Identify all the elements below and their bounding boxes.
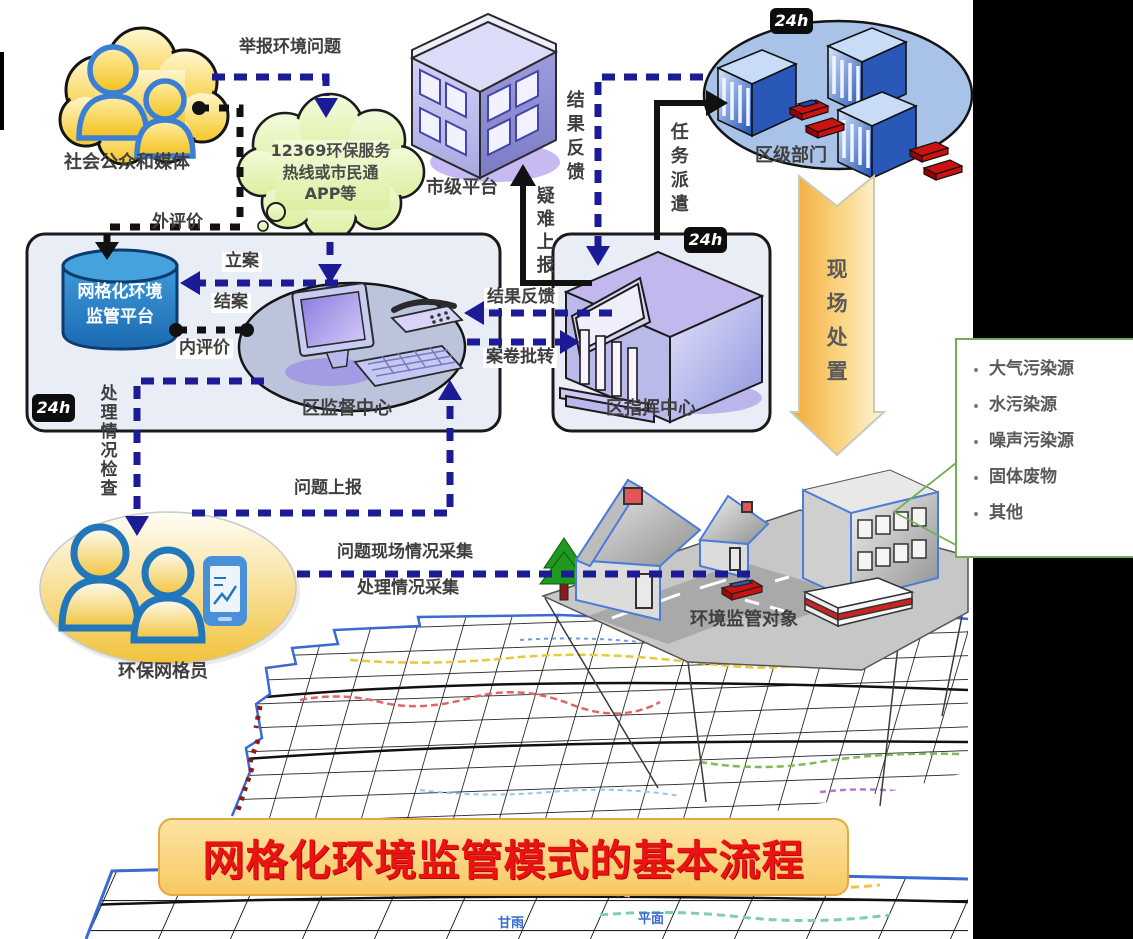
page-title: 网格化环境监管模式的基本流程 <box>202 835 805 885</box>
grid-worker-group <box>39 511 300 668</box>
flow-case-transfer <box>467 330 580 354</box>
site-disposal-label: 现场处置 <box>824 258 849 394</box>
office-building-icon <box>801 469 940 602</box>
list-item: 大气污染源 <box>989 354 1133 379</box>
flow-report-problem <box>212 73 338 118</box>
public-cloud-icon <box>58 26 230 166</box>
left-black-sliver <box>0 52 4 130</box>
site-disposal-arrow <box>788 173 887 457</box>
bank-building-icon <box>716 27 919 180</box>
supervision-objects-scene <box>539 469 969 671</box>
flow-handling-check <box>125 377 264 536</box>
people-icon <box>76 44 196 159</box>
mobile-app-icon <box>203 556 247 626</box>
hotline-cloud-label: 12369环保服务 热线或市民通 APP等 <box>270 141 391 204</box>
flow-case-filing <box>180 271 338 295</box>
case-transfer-label: 案卷批转 <box>483 347 557 368</box>
supervision-center-label: 区监督中心 <box>302 398 392 419</box>
callout-lines <box>893 462 957 546</box>
flow-task-dispatch <box>654 90 728 240</box>
command-center-label: 区指挥中心 <box>606 398 696 419</box>
result-feedback-top-label: 结果反馈 <box>563 90 585 186</box>
external-eval-label: 外评价 <box>152 212 203 232</box>
internal-eval-label: 内评价 <box>176 338 233 359</box>
command-center-box <box>551 232 772 433</box>
command-24h-badge: 24h <box>684 227 727 253</box>
case-closing-label: 结案 <box>211 292 251 313</box>
city-platform-building-icon <box>409 12 560 182</box>
result-feedback-mid-label: 结果反馈 <box>484 287 558 308</box>
grid-platform-label: 网格化环境 监管平台 <box>77 282 163 327</box>
supervision-24h-badge: 24h <box>32 394 75 422</box>
flow-hotline-down <box>318 242 342 284</box>
flow-problem-report <box>192 380 462 517</box>
site-collection-label: 问题现场情况采集 <box>337 542 473 562</box>
grid-worker-label: 环保网格员 <box>118 661 208 682</box>
flow-difficult-report <box>510 164 592 286</box>
house-icon <box>574 478 702 622</box>
handling-collection-label: 处理情况采集 <box>357 578 459 598</box>
flow-result-feedback-mid <box>464 301 612 325</box>
flow-report-problem-label: 举报环境问题 <box>239 37 341 57</box>
computer-icon <box>291 282 464 387</box>
flow-internal-eval <box>169 323 254 337</box>
map-label: 甘雨 <box>498 916 525 931</box>
flow-result-feedback-top <box>586 73 703 266</box>
red-cars-icon <box>788 99 964 181</box>
shop-icon <box>802 577 915 628</box>
map-projection-lines <box>544 597 963 807</box>
hotline-cloud-icon <box>236 92 426 242</box>
command-building-icon <box>559 250 765 424</box>
supervision-objects-label: 环境监管对象 <box>690 609 798 630</box>
pollution-sources-list: 大气污染源 水污染源 噪声污染源 固体废物 其他 <box>967 354 1133 523</box>
map-label: 平面 <box>638 912 665 927</box>
title-banner: 网格化环境监管模式的基本流程 <box>158 818 849 896</box>
public-label: 社会公众和媒体 <box>64 152 190 173</box>
district-departments-group <box>702 19 974 181</box>
district-departments-label: 区级部门 <box>755 145 827 166</box>
list-item: 水污染源 <box>989 390 1133 415</box>
district-24h-badge: 24h <box>770 8 813 34</box>
problem-report-label: 问题上报 <box>291 478 365 499</box>
worker-people-icon <box>58 523 206 644</box>
task-dispatch-label: 任务派遣 <box>667 122 689 218</box>
pollution-sources-box: 大气污染源 水污染源 噪声污染源 固体废物 其他 <box>955 338 1133 558</box>
supervision-center-ellipse <box>237 281 467 413</box>
difficult-report-label: 疑难上报 <box>533 186 555 278</box>
handling-check-label: 处理情况检查 <box>96 384 117 498</box>
telephone-icon <box>390 298 464 333</box>
case-filing-label: 立案 <box>222 251 262 272</box>
small-house-icon <box>698 494 770 580</box>
list-item: 固体废物 <box>989 462 1133 487</box>
list-item: 噪声污染源 <box>989 426 1133 451</box>
car-icon <box>720 579 764 602</box>
list-item: 其他 <box>989 498 1133 523</box>
city-platform-label: 市级平台 <box>426 177 498 198</box>
flow-external-eval <box>95 104 244 260</box>
